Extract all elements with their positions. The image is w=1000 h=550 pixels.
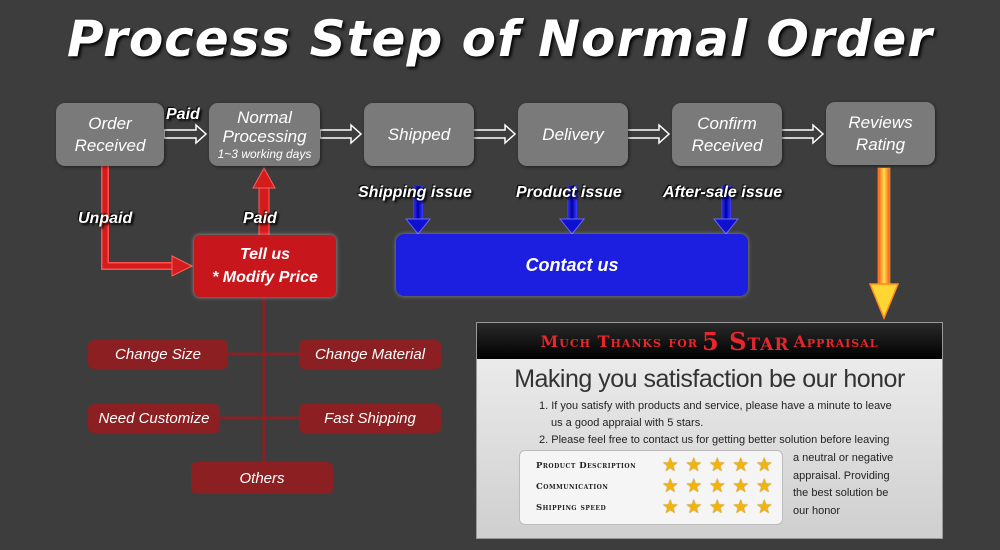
flow-arrow-4 [626, 123, 671, 145]
star-icon: ★ [732, 455, 750, 476]
rating-row: Shipping speed ★★★★★ [536, 498, 776, 518]
point-1a: 1. If you satisfy with products and serv… [539, 400, 892, 412]
panel-header: Much Thanks for 5 Star Appraisal [477, 323, 942, 359]
panel-head-post: Appraisal [793, 331, 879, 351]
rating-name: Shipping speed [536, 503, 607, 513]
step-shipped: Shipped [364, 103, 474, 166]
star-icon: ★ [661, 455, 679, 476]
tell-us-box: Tell us * Modify Price [194, 235, 336, 297]
label-paid-top: Paid [166, 106, 200, 123]
side-text-4: our honor [793, 505, 841, 517]
flow-arrow-1 [163, 123, 208, 145]
step-line: Confirm [697, 113, 757, 133]
point-2a: 2. Please feel free to contact us for ge… [539, 434, 890, 446]
unpaid-arrow [101, 166, 194, 277]
step-confirm-received: Confirm Received [672, 103, 782, 166]
step-order-received: Order Received [56, 103, 164, 166]
flow-arrow-5 [780, 123, 825, 145]
step-line: Shipped [387, 124, 451, 144]
label-paid-up: Paid [243, 210, 277, 227]
option-change-size: Change Size [88, 340, 228, 369]
star-icon: ★ [685, 455, 703, 476]
rating-row: Communication ★★★★★ [536, 477, 776, 497]
step-line: Order [88, 113, 132, 133]
star-icon: ★ [755, 455, 773, 476]
step-delivery: Delivery [518, 103, 628, 166]
rating-row: Product Description ★★★★★ [536, 456, 776, 476]
reviews-arrow [868, 167, 900, 320]
step-line: Received [691, 135, 763, 155]
step-line: Delivery [542, 124, 604, 144]
options-tree [220, 297, 300, 464]
aftersale-issue-arrow [712, 186, 740, 235]
step-sub: 1~3 working days [217, 146, 312, 161]
side-text-2: appraisal. Providing [793, 470, 890, 482]
step-normal-processing: Normal Processing 1~3 working days [209, 103, 320, 166]
step-line: Processing [222, 126, 307, 146]
step-reviews-rating: Reviews Rating [826, 102, 935, 165]
label-aftersale-issue: After-sale issue [663, 184, 783, 201]
star-icon: ★ [685, 497, 703, 518]
star-icon: ★ [708, 455, 726, 476]
flow-arrow-2 [319, 123, 363, 145]
rating-box: Product Description ★★★★★ Communication … [519, 450, 783, 525]
panel-head-big: 5 Star [702, 326, 790, 356]
star-icon: ★ [708, 497, 726, 518]
star-icon: ★ [732, 476, 750, 497]
star-icon: ★ [708, 476, 726, 497]
star-icon: ★ [661, 476, 679, 497]
label-shipping-issue: Shipping issue [358, 184, 472, 201]
rating-name: Communication [536, 482, 609, 492]
star-icon: ★ [732, 497, 750, 518]
rating-name: Product Description [536, 461, 637, 471]
appraisal-panel: Much Thanks for 5 Star Appraisal Making … [476, 322, 943, 539]
side-text-1: a neutral or negative [793, 452, 894, 464]
side-text-3: the best solution be [793, 487, 889, 499]
star-icon: ★ [685, 476, 703, 497]
star-icon: ★ [661, 497, 679, 518]
point-1b: us a good appraial with 5 stars. [551, 417, 704, 429]
modify-price-line: * Modify Price [212, 269, 318, 286]
star-icon: ★ [755, 476, 773, 497]
step-line: Reviews [848, 112, 913, 132]
shipping-issue-arrow [404, 186, 432, 235]
label-unpaid: Unpaid [78, 210, 133, 227]
step-line: Normal [237, 107, 292, 127]
star-icon: ★ [755, 497, 773, 518]
panel-head-pre: Much Thanks for [540, 331, 699, 351]
step-line: Rating [855, 134, 906, 154]
page-title: Process Step of Normal Order [67, 10, 933, 68]
honor-heading: Making you satisfaction be our honor [514, 365, 905, 393]
label-product-issue: Product issue [516, 184, 622, 201]
option-need-customize: Need Customize [88, 404, 220, 433]
option-change-material: Change Material [299, 340, 441, 369]
tell-us-line: Tell us [239, 246, 291, 263]
option-others: Others [191, 462, 333, 494]
step-line: Received [74, 135, 146, 155]
option-fast-shipping: Fast Shipping [299, 404, 441, 433]
flow-arrow-3 [472, 123, 517, 145]
product-issue-arrow [558, 186, 586, 235]
contact-us-box: Contact us [396, 234, 748, 296]
